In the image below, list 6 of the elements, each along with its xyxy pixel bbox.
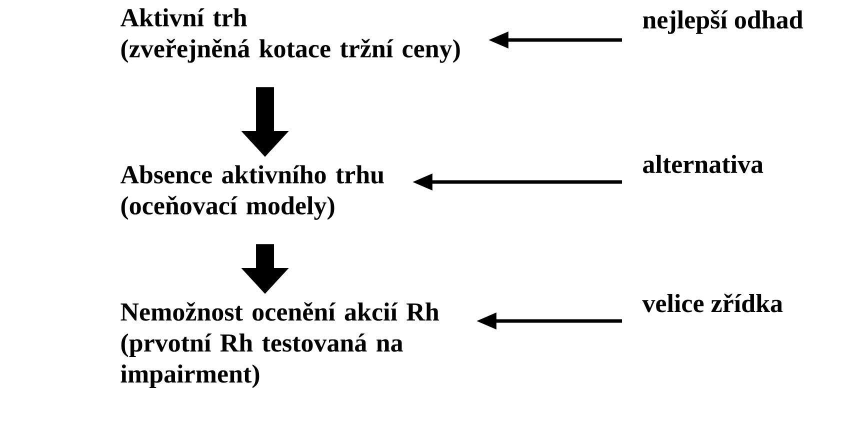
text-label: Aktivní trh (zveřejněná kotace tržní ceny): [120, 8, 460, 63]
text-label: alternativa: [643, 154, 764, 174]
text-label: Nemožnost ocenění akcií Rh (prvotní Rh testovaná na impairment): [120, 302, 439, 388]
text-label: velice zřídka: [642, 294, 783, 312]
text-label: nejlepší odhad: [642, 10, 803, 34]
text-label: Absence aktivního trhu (oceňovací modely): [120, 165, 384, 220]
